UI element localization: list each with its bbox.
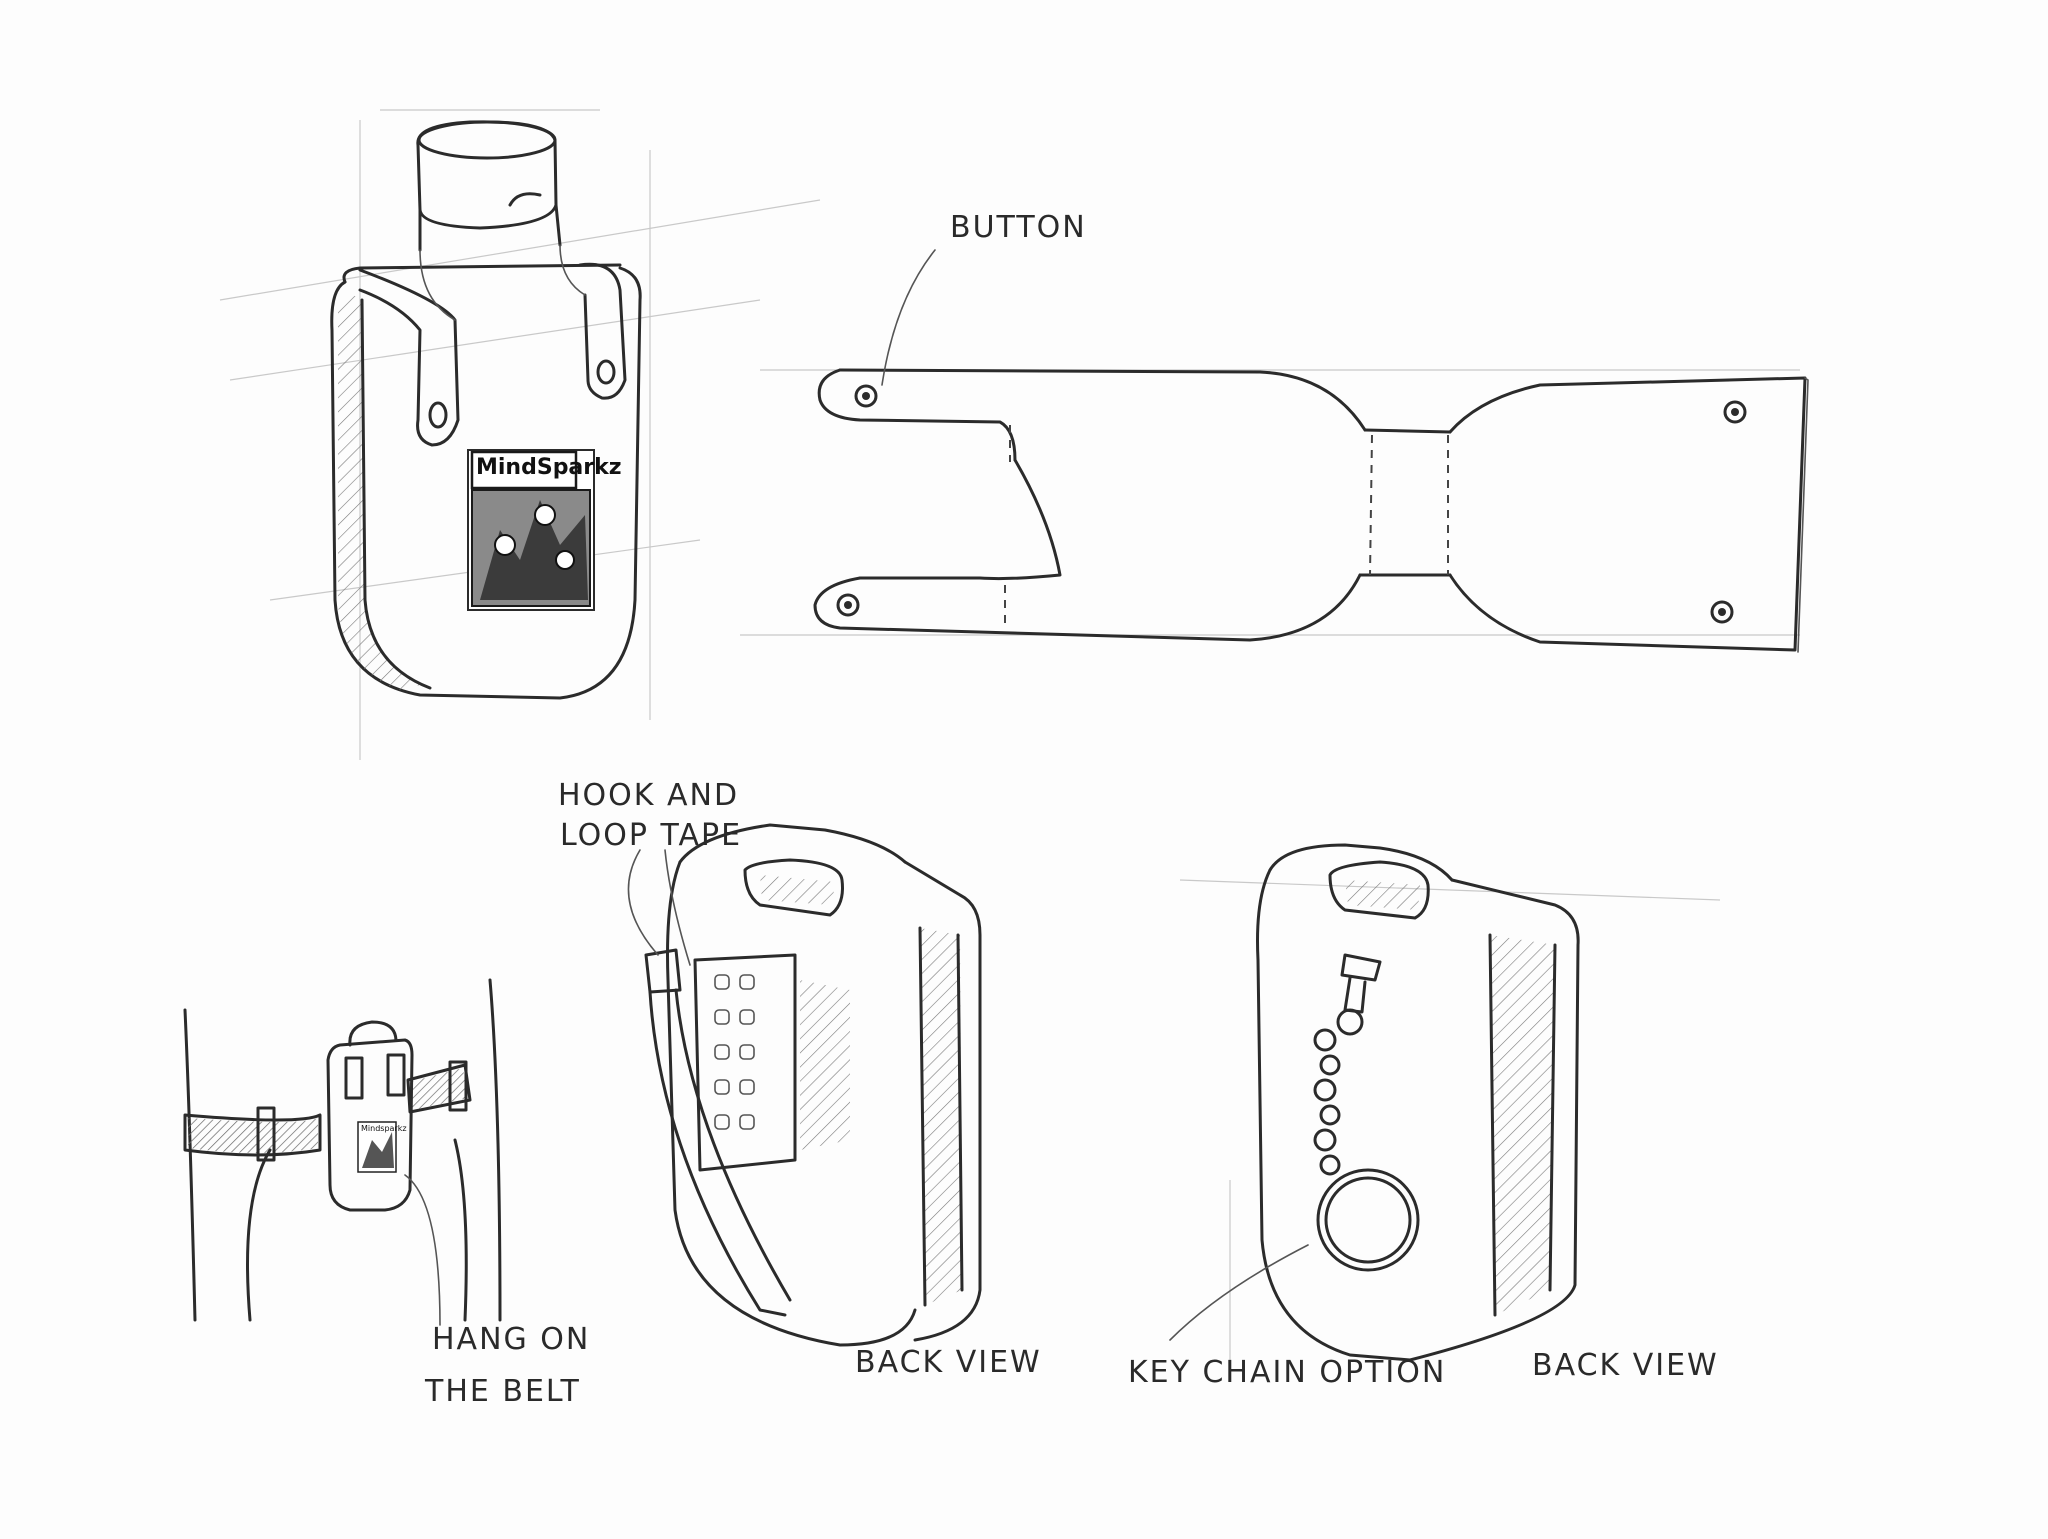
label-hook-and-loop-line2: LOOP TAPE xyxy=(560,818,743,853)
back-view-hook-loop xyxy=(627,823,982,1347)
back-view-key-chain xyxy=(1169,843,1721,1380)
label-key-chain: KEY CHAIN OPTION xyxy=(1128,1355,1447,1390)
construction-guides xyxy=(219,109,821,760)
logo-small-text: Mindsparkz xyxy=(361,1124,407,1133)
label-hang-line2: THE BELT xyxy=(425,1374,581,1409)
hook-loop-dots xyxy=(714,974,755,1130)
logo-text: MindSparkz xyxy=(476,455,622,480)
label-hang-line1: HANG ON xyxy=(432,1322,591,1357)
flat-pattern-view xyxy=(740,249,1809,653)
label-hook-and-loop-line1: HOOK AND xyxy=(558,778,740,813)
label-button: BUTTON xyxy=(950,210,1087,245)
belt-sketch xyxy=(183,978,502,1326)
pouch-front-view xyxy=(330,120,642,700)
label-back-view-2: BACK VIEW xyxy=(1532,1348,1719,1383)
label-back-view-1: BACK VIEW xyxy=(855,1345,1042,1380)
